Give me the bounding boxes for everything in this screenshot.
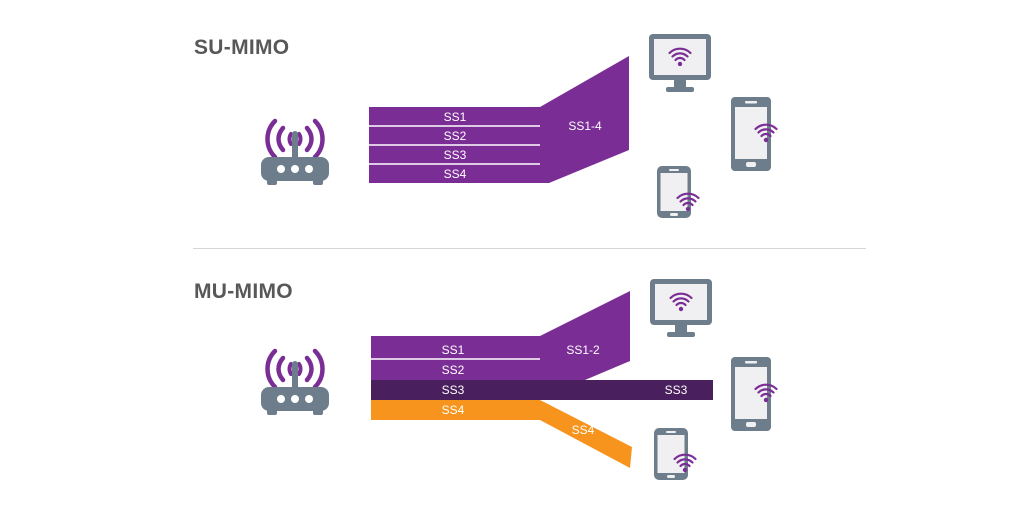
mu-stream-label: SS3 [442,383,465,397]
su-combined-label: SS1-4 [568,119,602,133]
mu-group-ss1-2 [371,291,630,380]
su-stream-label: SS4 [444,167,467,181]
mu-stream-ss3 [371,380,713,400]
mu-stream-ss4 [371,400,632,468]
su-stream-bundle [369,56,629,183]
router-icon [261,121,329,185]
su-stream-label: SS2 [444,129,467,143]
phone-icon [657,166,691,218]
router-icon [261,351,329,415]
mu-stream-label: SS2 [442,363,465,377]
su-mimo-section: SS1 SS2 SS3 SS4 SS1-4 [261,34,778,218]
mu-group-label: SS1-2 [566,343,600,357]
mu-stream-label: SS4 [442,403,465,417]
mu-ss3-label: SS3 [665,383,688,397]
su-stream-label: SS1 [444,110,467,124]
su-stream-label: SS3 [444,148,467,162]
mu-mimo-title: MU-MIMO [194,280,293,303]
su-mimo-title: SU-MIMO [194,36,290,59]
monitor-icon [650,279,712,337]
mu-stream-label: SS1 [442,343,465,357]
section-divider [193,248,866,249]
monitor-icon [649,34,711,92]
mu-mimo-section: SS1 SS2 SS3 SS4 SS1-2 SS3 SS4 [261,279,778,480]
mu-ss4-label: SS4 [572,423,595,437]
